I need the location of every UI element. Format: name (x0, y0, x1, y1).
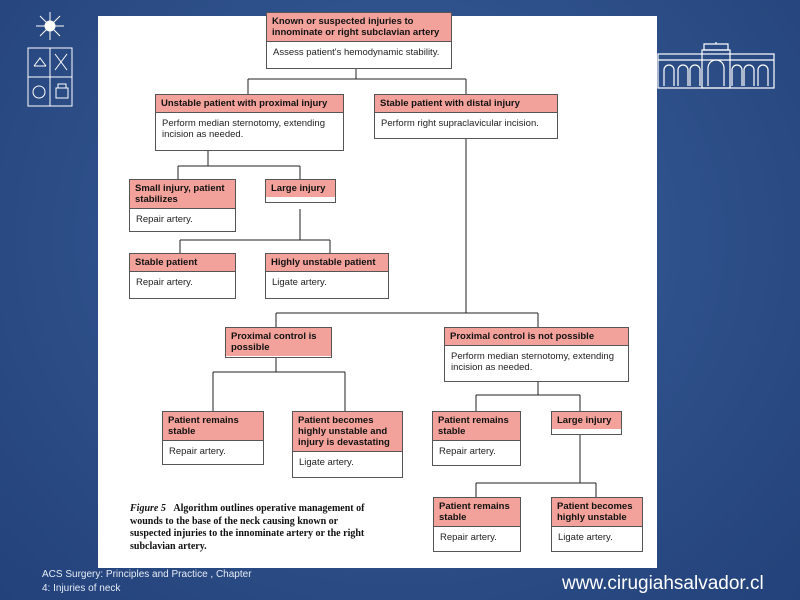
source-citation: ACS Surgery: Principles and Practice , C… (42, 568, 302, 596)
node-small-injury: Small injury, patient stabilizes Repair … (129, 179, 236, 232)
node-root-title: Known or suspected injuries to innominat… (267, 13, 451, 42)
node-becomes-unstable-2-title: Patient becomes highly unstable (552, 498, 642, 527)
node-remains-stable-2-body: Repair artery. (439, 446, 496, 457)
node-remains-stable-1: Patient remains stable Repair artery. (162, 411, 264, 465)
node-becomes-unstable-devastating: Patient becomes highly unstable and inju… (292, 411, 403, 478)
flowchart-connectors (177, 68, 597, 497)
node-stable-distal-body: Perform right supraclavicular incision. (381, 118, 539, 129)
node-proximal-not-possible-body: Perform median sternotomy, extending inc… (451, 351, 614, 373)
node-stable-distal-title: Stable patient with distal injury (375, 95, 557, 113)
node-stable-patient-body: Repair artery. (136, 277, 193, 288)
node-remains-stable-2: Patient remains stable Repair artery. (432, 411, 521, 466)
node-root: Known or suspected injuries to innominat… (266, 12, 452, 69)
node-becomes-unstable-devastating-body: Ligate artery. (299, 457, 354, 468)
source-line-1: ACS Surgery: Principles and Practice , C… (42, 569, 252, 580)
node-becomes-unstable-2-body: Ligate artery. (558, 532, 613, 543)
node-proximal-not-possible: Proximal control is not possible Perform… (444, 327, 629, 382)
node-unstable-proximal: Unstable patient with proximal injury Pe… (155, 94, 344, 151)
node-remains-stable-3-body: Repair artery. (440, 532, 497, 543)
node-small-injury-title: Small injury, patient stabilizes (130, 180, 235, 209)
node-stable-patient-title: Stable patient (130, 254, 235, 272)
node-remains-stable-3: Patient remains stable Repair artery. (433, 497, 521, 552)
node-proximal-possible: Proximal control is possible (225, 327, 332, 358)
node-stable-distal: Stable patient with distal injury Perfor… (374, 94, 558, 139)
source-line-2: 4: Injuries of neck (42, 583, 121, 594)
university-seal-icon (27, 12, 73, 107)
figure-label: Figure 5 (130, 503, 166, 514)
node-large-injury-2-title: Large injury (552, 412, 621, 429)
figure-caption: Figure 5 Algorithm outlines operative ma… (130, 503, 380, 553)
node-large-injury-1-title: Large injury (266, 180, 335, 197)
node-remains-stable-1-title: Patient remains stable (163, 412, 263, 441)
node-unstable-proximal-title: Unstable patient with proximal injury (156, 95, 343, 113)
node-proximal-possible-title: Proximal control is possible (226, 328, 331, 356)
node-unstable-proximal-body: Perform median sternotomy, extending inc… (162, 118, 325, 140)
hospital-building-icon (657, 42, 775, 89)
figure-caption-text: Algorithm outlines operative management … (130, 503, 365, 552)
node-small-injury-body: Repair artery. (136, 214, 193, 225)
node-large-injury-1: Large injury (265, 179, 336, 203)
node-remains-stable-3-title: Patient remains stable (434, 498, 520, 527)
node-becomes-unstable-2: Patient becomes highly unstable Ligate a… (551, 497, 643, 552)
node-stable-patient: Stable patient Repair artery. (129, 253, 236, 299)
node-root-body: Assess patient's hemodynamic stability. (273, 47, 440, 58)
node-remains-stable-1-body: Repair artery. (169, 446, 226, 457)
node-large-injury-2: Large injury (551, 411, 622, 435)
node-remains-stable-2-title: Patient remains stable (433, 412, 520, 441)
node-proximal-not-possible-title: Proximal control is not possible (445, 328, 628, 346)
node-highly-unstable: Highly unstable patient Ligate artery. (265, 253, 389, 299)
website-url: www.cirugiahsalvador.cl (562, 573, 764, 594)
node-becomes-unstable-devastating-title: Patient becomes highly unstable and inju… (293, 412, 402, 452)
node-highly-unstable-title: Highly unstable patient (266, 254, 388, 272)
node-highly-unstable-body: Ligate artery. (272, 277, 327, 288)
